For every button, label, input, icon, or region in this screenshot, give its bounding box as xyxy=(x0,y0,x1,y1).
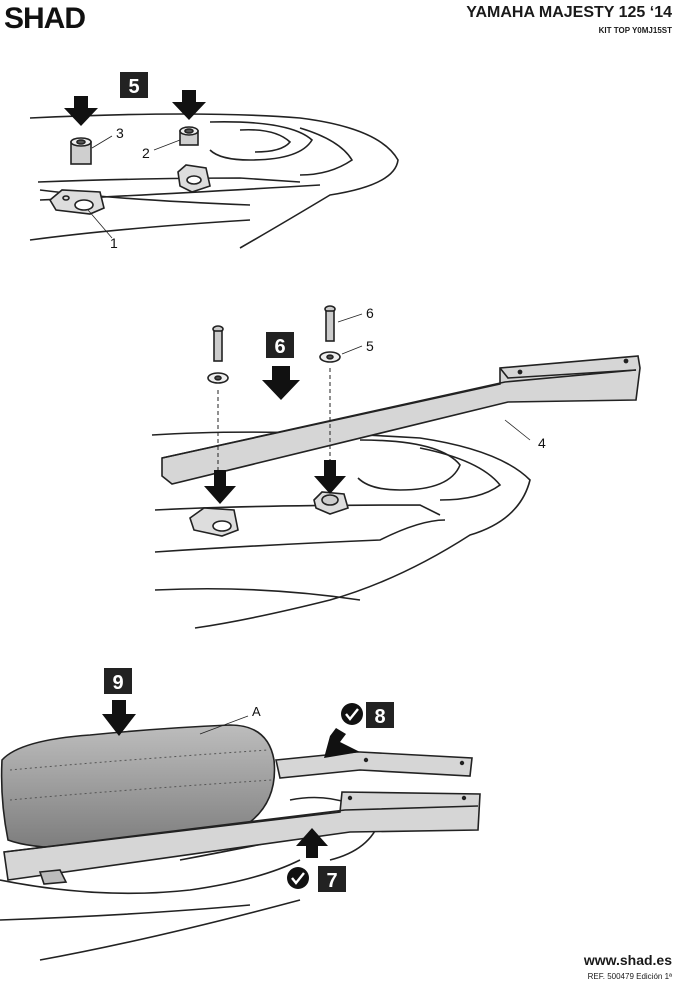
brand-logo: SHAD xyxy=(4,2,86,35)
svg-text:9: 9 xyxy=(112,672,123,694)
arrow-icon xyxy=(102,700,360,858)
step-box-6: 6 xyxy=(266,332,294,358)
step-5-illustration xyxy=(29,113,399,249)
check-icon xyxy=(287,703,363,889)
document-reference: REF. 500479 Edición 1ª xyxy=(587,972,672,981)
step-9-illustration xyxy=(0,715,481,961)
down-arrow-icon xyxy=(204,366,346,504)
svg-text:5: 5 xyxy=(128,76,139,98)
step-box-9: 9 xyxy=(104,668,132,694)
svg-text:8: 8 xyxy=(374,706,385,728)
svg-text:6: 6 xyxy=(274,336,285,358)
svg-text:7: 7 xyxy=(326,870,337,892)
model-title: YAMAHA MAJESTY 125 ‘14 xyxy=(466,4,672,21)
callout-5: 5 xyxy=(366,338,374,354)
step-6-illustration xyxy=(151,305,641,629)
step-box-7: 7 xyxy=(318,866,346,892)
callout-A: A xyxy=(252,704,261,719)
callout-4: 4 xyxy=(538,435,546,451)
callout-3: 3 xyxy=(116,125,124,141)
kit-reference: KIT TOP Y0MJ15ST xyxy=(598,26,672,35)
callout-2: 2 xyxy=(142,145,150,161)
callout-1: 1 xyxy=(110,235,118,251)
step-box-8: 8 xyxy=(366,702,394,728)
down-arrow-icon xyxy=(64,90,206,126)
step-box-5: 5 xyxy=(120,72,148,98)
callout-6: 6 xyxy=(366,305,374,321)
website-link[interactable]: www.shad.es xyxy=(583,952,672,968)
